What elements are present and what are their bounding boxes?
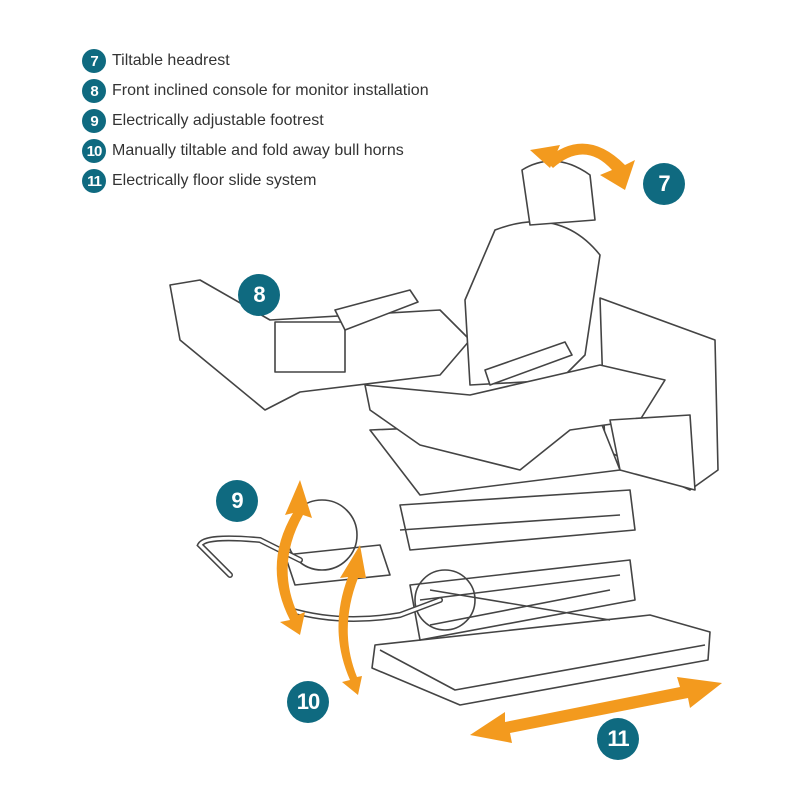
legend-item: 11 Electrically floor slide system (82, 166, 429, 196)
floor-slide-base (371, 614, 711, 706)
callout-console: 8 (238, 274, 280, 316)
left-armrest (334, 289, 419, 331)
floor-slide-arrow (470, 677, 722, 743)
legend-label: Tiltable headrest (112, 52, 230, 69)
bull-horns-tilt-arrow (338, 545, 366, 695)
legend-badge: 8 (82, 79, 106, 103)
legend-label: Manually tiltable and fold away bull hor… (112, 142, 404, 159)
front-console (364, 364, 666, 471)
callout-headrest: 7 (643, 163, 685, 205)
legend-label: Front inclined console for monitor insta… (112, 82, 429, 99)
callout-floor-slide: 11 (597, 718, 639, 760)
legend-item: 8 Front inclined console for monitor inst… (82, 76, 429, 106)
footrest (284, 544, 391, 586)
legend-label: Electrically adjustable footrest (112, 112, 324, 129)
headrest-tilt-arrow (545, 143, 635, 190)
legend-item: 9 Electrically adjustable footrest (82, 106, 429, 136)
legend: 7 Tiltable headrest 8 Front inclined conso… (82, 46, 429, 196)
callout-footrest: 9 (216, 480, 258, 522)
joystick-panel (274, 321, 346, 373)
footrest-adjust-arrow (276, 480, 312, 635)
legend-item: 10 Manually tiltable and fold away bull h… (82, 136, 429, 166)
right-armrest (484, 341, 573, 386)
legend-label: Electrically floor slide system (112, 172, 317, 189)
legend-badge: 10 (82, 139, 106, 163)
legend-badge: 9 (82, 109, 106, 133)
legend-badge: 11 (82, 169, 106, 193)
right-side-panel (609, 414, 696, 491)
callout-bull-horns: 10 (287, 681, 329, 723)
legend-badge: 7 (82, 49, 106, 73)
headrest (521, 160, 596, 226)
seat-base (399, 489, 636, 551)
legend-item: 7 Tiltable headrest (82, 46, 429, 76)
